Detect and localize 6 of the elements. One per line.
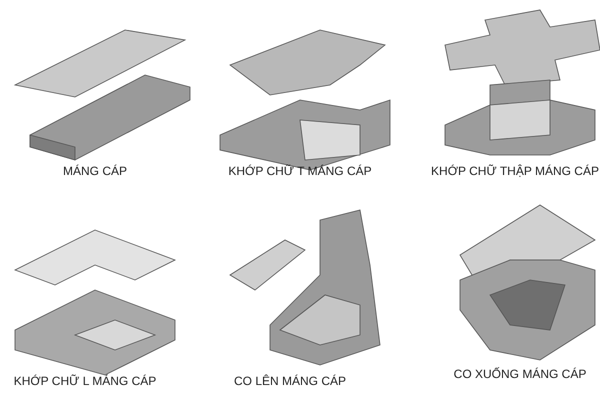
part-caption: MÁNG CÁP	[63, 164, 127, 178]
part-caption: KHỚP CHỮ L MÁNG CÁP	[14, 374, 156, 388]
part-caption: KHỚP CHỮ THẬP MÁNG CÁP	[431, 164, 599, 178]
part-caption: CO LÊN MÁNG CÁP	[234, 374, 346, 388]
part-caption: KHỚP CHỮ T MÁNG CÁP	[228, 164, 372, 178]
part-caption: CO XUỐNG MÁNG CÁP	[454, 367, 586, 381]
